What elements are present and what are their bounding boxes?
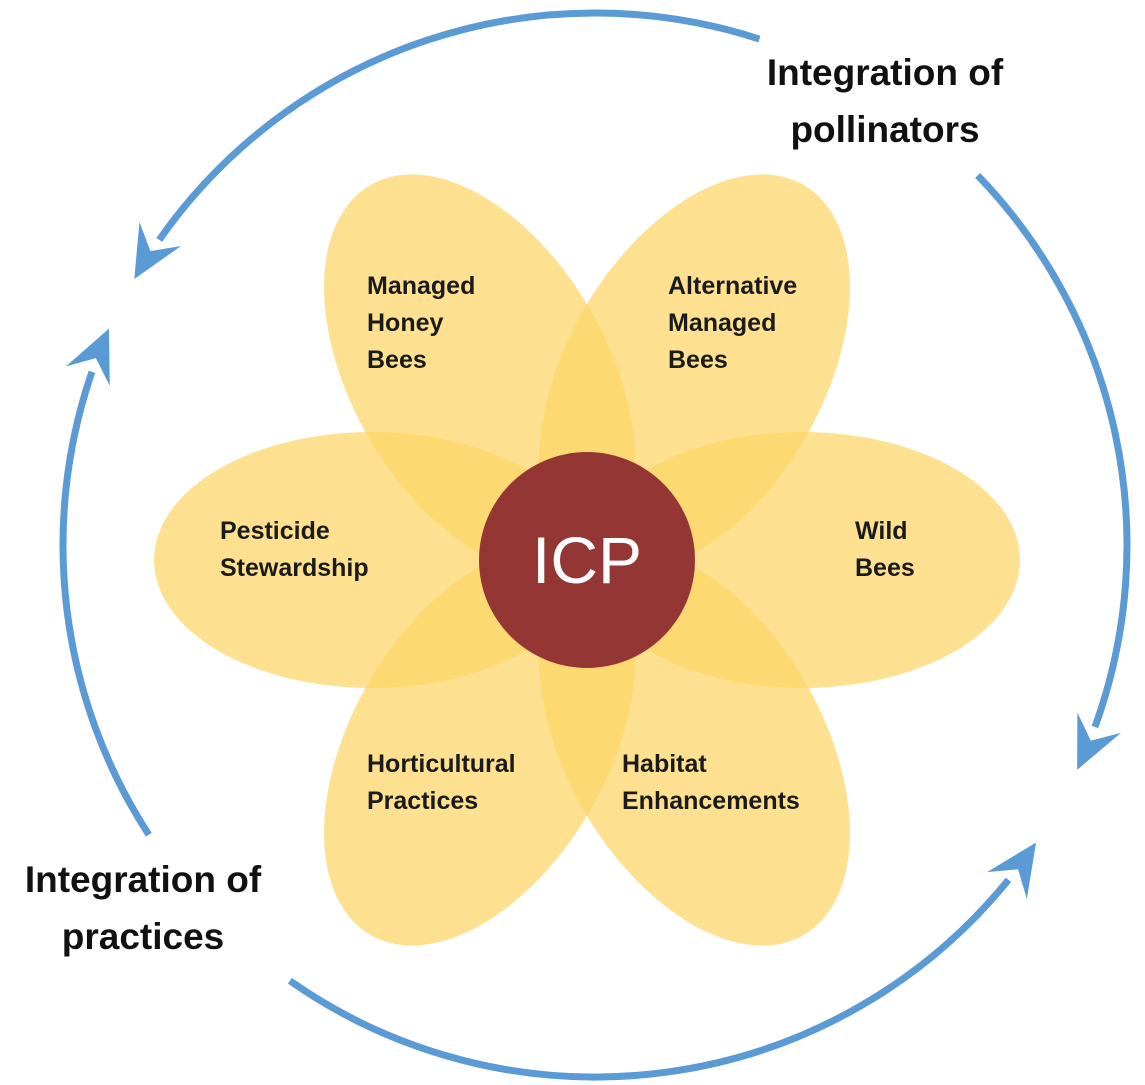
petal-label-pesticide-stewardship: Pesticide Stewardship [220, 513, 369, 587]
label-line: Enhancements [622, 787, 800, 815]
label-line: Stewardship [220, 554, 369, 582]
label-line: practices [61, 916, 225, 957]
label-line: Integration of [766, 52, 1004, 93]
label-line: Bees [855, 554, 915, 582]
label-line: Honey [367, 309, 444, 337]
arrow-right-line [975, 173, 1131, 729]
label-line: Managed [668, 309, 777, 337]
petal-label-managed-honey-bees: Managed Honey Bees [367, 268, 475, 379]
petal-label-horticultural-practices: Horticultural Practices [367, 746, 516, 820]
label-line: Practices [367, 787, 479, 815]
arrow-bottom-head-icon [987, 842, 1037, 900]
label-line: Horticultural [367, 750, 516, 778]
label-line: Managed [367, 272, 476, 300]
cycle-label-pollinators: Integration of pollinators [735, 44, 1035, 158]
label-line: Habitat [622, 750, 707, 778]
arrow-left-line [59, 370, 152, 837]
label-line: Bees [367, 346, 427, 374]
label-line: Bees [668, 346, 728, 374]
label-line: pollinators [790, 109, 980, 150]
label-line: Alternative [668, 272, 798, 300]
arrow-left-head-icon [65, 328, 110, 386]
label-line: Wild [855, 517, 908, 545]
arrow-right-head-icon [1077, 712, 1121, 770]
arrow-bottom-line [287, 877, 1012, 1081]
petal-label-wild-bees: Wild Bees [855, 513, 915, 587]
arrow-top-line [156, 9, 761, 242]
label-line: Pesticide [220, 517, 330, 545]
label-line: Integration of [24, 859, 262, 900]
arrow-top-head-icon [134, 221, 182, 279]
petal-label-alternative-managed-bees: Alternative Managed Bees [668, 268, 797, 379]
petal-pesticide-stewardship [154, 432, 590, 688]
cycle-label-practices: Integration of practices [0, 851, 293, 965]
icp-center-label: ICP [531, 523, 643, 597]
icp-center-circle [479, 452, 695, 668]
petal-label-habitat-enhancements: Habitat Enhancements [622, 746, 800, 820]
